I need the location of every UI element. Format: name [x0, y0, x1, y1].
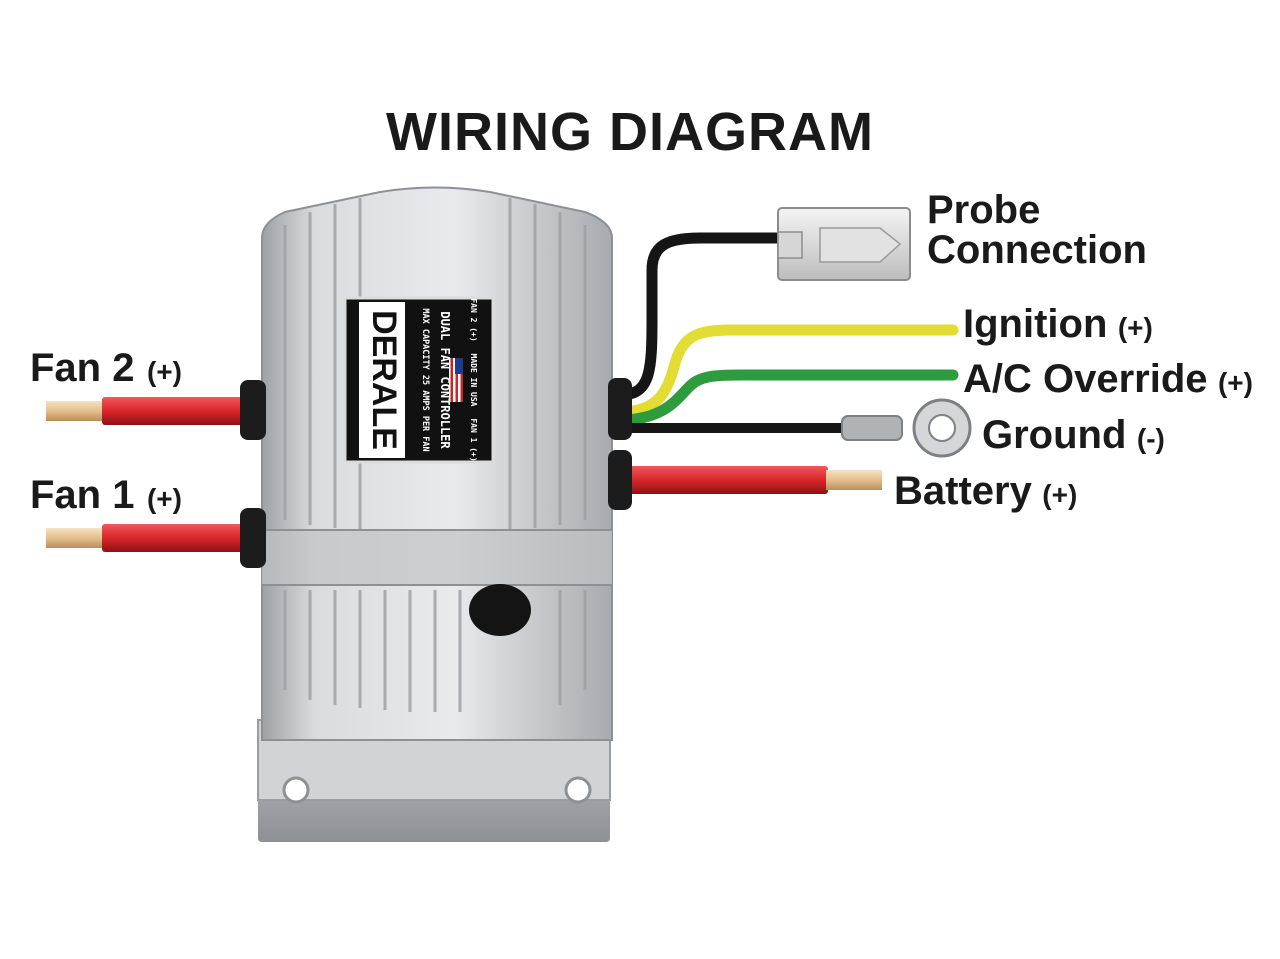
derale-logo-text: DERALE — [365, 310, 403, 450]
fan1-wire — [46, 524, 250, 552]
adjustment-port — [469, 584, 531, 636]
ac-override-wire — [619, 369, 959, 426]
battery-grommet — [608, 450, 632, 510]
diagram-title: WIRING DIAGRAM — [386, 102, 874, 162]
fan2-wire — [46, 397, 250, 425]
ac-override-label: A/C Override (+) — [963, 357, 1253, 401]
ignition-wire — [619, 324, 959, 418]
battery-label: Battery (+) — [894, 469, 1077, 513]
brand-plate: DERALE DUAL FAN CONTROLLER MAX CAPACITY … — [343, 296, 495, 464]
harness-grommet — [608, 378, 632, 440]
fan2-label: Fan 2 (+) — [30, 346, 182, 390]
probe-connector — [777, 207, 911, 281]
usa-flag-icon — [449, 358, 463, 402]
probe-wire — [619, 232, 788, 401]
ground-ring-terminal — [841, 398, 972, 458]
plate-capacity: MAX CAPACITY 25 AMPS PER FAN — [420, 308, 430, 451]
fan1-grommet — [240, 508, 266, 568]
plate-fan2-mark: FAN 2 (+) — [469, 298, 478, 341]
battery-wire — [620, 466, 882, 494]
probe-label-line1: Probe — [927, 188, 1040, 232]
mount-hole-right — [564, 776, 592, 804]
mount-hole-left — [282, 776, 310, 804]
derale-logo — [359, 302, 405, 458]
ground-label: Ground (-) — [982, 413, 1165, 457]
fan1-label: Fan 1 (+) — [30, 473, 182, 517]
controller-housing — [240, 186, 632, 842]
fan2-grommet — [240, 380, 266, 440]
plate-made-in: MADE IN USA — [469, 354, 478, 407]
ignition-label: Ignition (+) — [963, 302, 1153, 346]
plate-fan1-mark: FAN 1 (+) — [469, 418, 478, 461]
probe-label-line2: Connection — [927, 228, 1147, 272]
plate-product: DUAL FAN CONTROLLER — [438, 311, 452, 449]
